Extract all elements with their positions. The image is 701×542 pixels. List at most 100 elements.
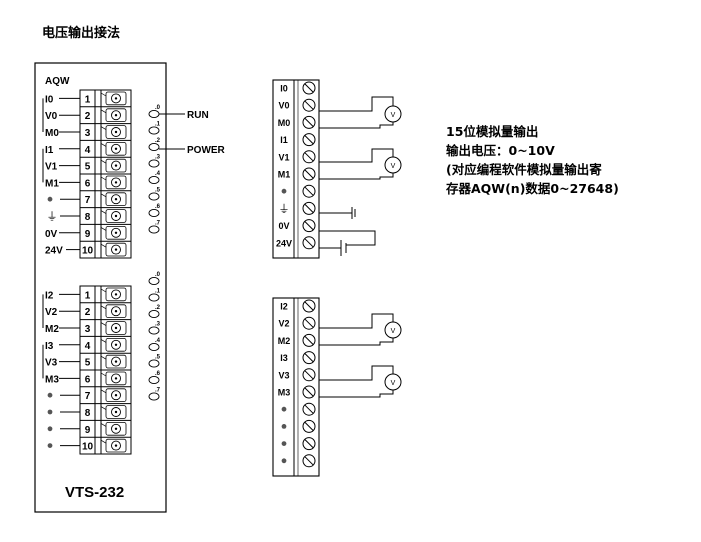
terminal-label: 24V xyxy=(276,238,292,248)
module-name: VTS-232 xyxy=(65,484,124,501)
pin-number: 9 xyxy=(85,229,91,240)
unused-dot xyxy=(47,196,53,202)
pin-number: 3 xyxy=(85,128,91,139)
screw-icon xyxy=(111,373,121,384)
screw-icon xyxy=(111,143,121,154)
led-icon xyxy=(148,309,160,319)
row-label: V0 xyxy=(45,111,58,122)
led-icon xyxy=(148,293,160,302)
led-label: .3 xyxy=(155,322,161,328)
row-label: V3 xyxy=(45,358,58,369)
led-label: .7 xyxy=(155,388,161,394)
row-label: M0 xyxy=(45,128,59,139)
led-icon xyxy=(148,326,160,335)
row-label: V1 xyxy=(45,162,58,173)
screw-icon xyxy=(111,323,121,333)
screw-icon xyxy=(111,160,121,171)
led-label: .6 xyxy=(155,371,161,377)
led-group-bottom: .0.1.2.3.4.5.6.7 xyxy=(148,272,161,401)
unused-dot xyxy=(281,424,287,429)
pin-number: 1 xyxy=(85,290,91,301)
power-label: POWER xyxy=(187,145,226,156)
led-icon xyxy=(148,159,160,168)
terminal-label: V0 xyxy=(278,101,289,111)
unused-dot xyxy=(47,426,53,432)
description-line-2: 输出电压：0~10V xyxy=(446,143,555,158)
led-label: .6 xyxy=(155,204,161,210)
led-icon xyxy=(148,342,160,352)
terminal-label: M3 xyxy=(278,388,291,398)
led-label: .3 xyxy=(155,155,161,161)
pin-number: 4 xyxy=(85,145,91,156)
terminal-label: I1 xyxy=(280,135,288,145)
led-icon xyxy=(148,392,160,401)
pin-number: 8 xyxy=(85,408,91,419)
screw-icon xyxy=(111,110,121,121)
screw-icon xyxy=(111,127,121,137)
pin-number: 6 xyxy=(85,178,91,189)
description-line-3: (对应编程软件模拟量输出寄 xyxy=(446,162,602,177)
screw-icon xyxy=(111,440,121,451)
voltmeter-top-2: V xyxy=(384,156,402,174)
row-label: 0V xyxy=(45,229,58,240)
row-label: V2 xyxy=(45,307,58,318)
pin-number: 2 xyxy=(85,307,91,318)
pin-number: 3 xyxy=(85,324,91,335)
voltmeter-symbol: V xyxy=(391,112,396,119)
screw-icon xyxy=(111,356,121,367)
led-label: .4 xyxy=(155,171,161,177)
led-icon xyxy=(148,142,160,152)
module-frame xyxy=(34,62,167,513)
module-label: AQW xyxy=(45,76,70,87)
voltmeter-symbol: V xyxy=(391,328,396,335)
terminal-label: I3 xyxy=(280,353,288,363)
led-label: .1 xyxy=(155,122,161,128)
led-label: .5 xyxy=(155,355,161,361)
page-title: 电压输出接法 xyxy=(42,26,121,41)
led-label: .2 xyxy=(155,138,161,144)
pin-number: 7 xyxy=(85,195,91,206)
row-label: I1 xyxy=(45,145,54,156)
screw-icon xyxy=(111,194,121,205)
screw-icon xyxy=(111,93,121,104)
led-icon xyxy=(148,109,160,119)
pin-number: 8 xyxy=(85,212,91,223)
run-label: RUN xyxy=(187,110,209,121)
led-icon xyxy=(148,126,160,135)
row-label: 24V xyxy=(45,246,63,257)
pin-number: 6 xyxy=(85,374,91,385)
pin-number: 9 xyxy=(85,425,91,436)
terminal-label: M2 xyxy=(278,336,291,346)
pin-number: 7 xyxy=(85,391,91,402)
terminal-label: V3 xyxy=(278,370,289,380)
led-label: .0 xyxy=(155,105,161,111)
pin-number: 10 xyxy=(82,246,94,257)
terminal-label: V1 xyxy=(278,152,289,162)
led-label: .0 xyxy=(155,272,161,278)
unused-dot xyxy=(47,392,53,398)
led-icon xyxy=(148,375,160,385)
unused-dot xyxy=(281,441,287,446)
description-line-1: 15位模拟量输出 xyxy=(446,124,539,139)
pin-number: 5 xyxy=(85,162,91,173)
description-block: 15位模拟量输出 输出电压：0~10V (对应编程软件模拟量输出寄 存器AQW(… xyxy=(446,122,619,198)
terminal-label: M1 xyxy=(278,170,291,180)
led-icon xyxy=(148,276,160,286)
screw-icon xyxy=(111,211,121,221)
led-label: .7 xyxy=(155,221,161,227)
terminal-label: 0V xyxy=(278,221,289,231)
led-label: .2 xyxy=(155,305,161,311)
row-label: I3 xyxy=(45,341,54,352)
pin-number: 10 xyxy=(82,442,94,453)
pin-number: 5 xyxy=(85,358,91,369)
terminal-label: I0 xyxy=(280,84,288,94)
led-group-top: .0.1.2.3.4.5.6.7 xyxy=(148,105,161,234)
pin-number: 2 xyxy=(85,111,91,122)
screw-icon xyxy=(111,289,121,300)
description-line-4: 存器AQW(n)数据0~27648) xyxy=(446,181,619,196)
screw-icon xyxy=(111,227,121,238)
pin-number: 4 xyxy=(85,341,91,352)
